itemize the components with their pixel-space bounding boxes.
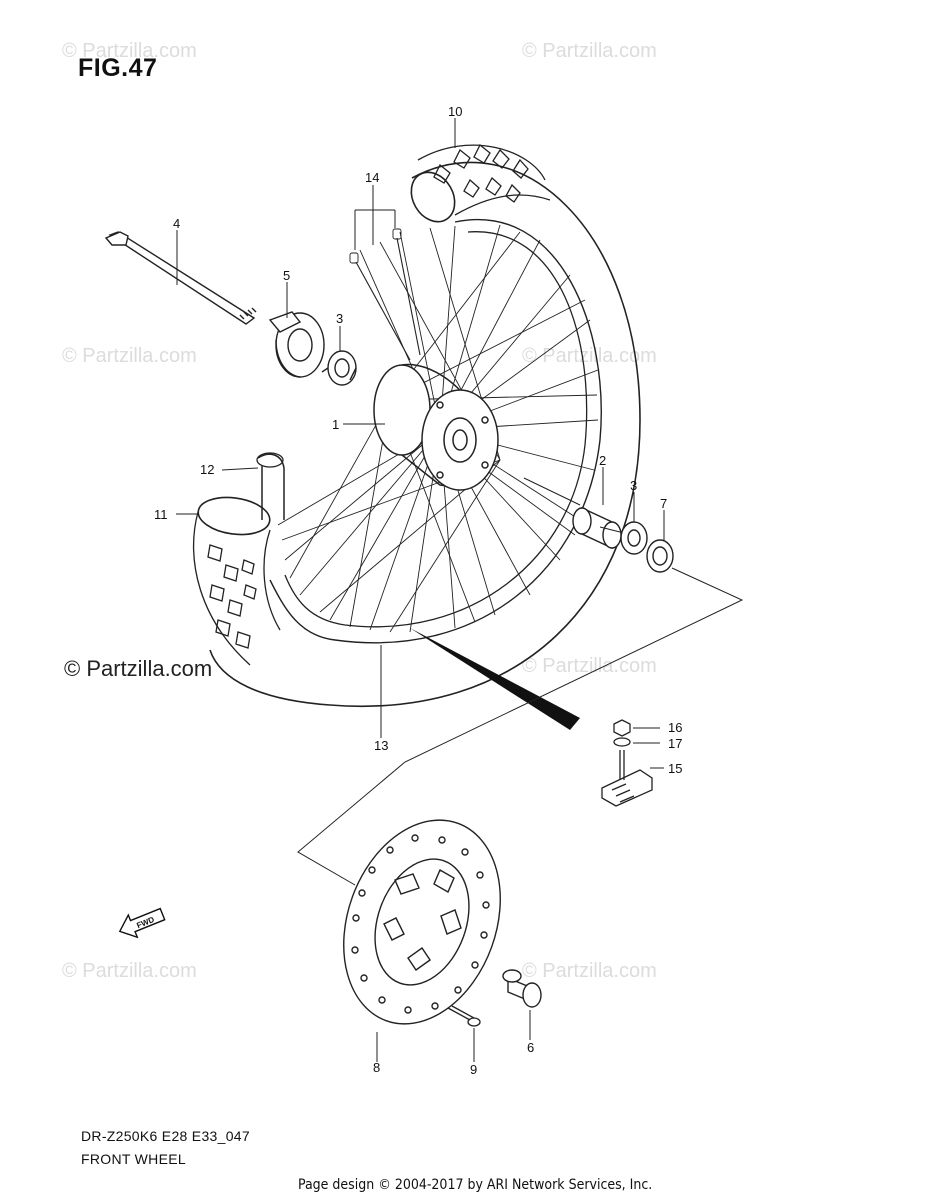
bearing-left[interactable] xyxy=(321,350,357,386)
callout-3: 3 xyxy=(336,311,343,326)
oil-seal[interactable] xyxy=(646,539,674,573)
watermark: © Partzilla.com xyxy=(522,960,657,982)
callout-8: 8 xyxy=(373,1060,380,1075)
callout-5: 5 xyxy=(283,268,290,283)
watermark-dark: © Partzilla.com xyxy=(64,656,213,681)
watermark: © Partzilla.com xyxy=(522,655,657,677)
axle[interactable] xyxy=(104,231,257,325)
watermark: © Partzilla.com xyxy=(62,345,197,367)
rim-lock-nut[interactable] xyxy=(613,719,631,737)
gearbox[interactable] xyxy=(268,311,325,378)
disc-bolt[interactable] xyxy=(447,1005,481,1027)
callouts: 1 2 3 3 4 5 6 7 8 9 10 11 12 13 14 15 16… xyxy=(154,104,682,1077)
watermark: © Partzilla.com xyxy=(522,40,657,62)
tire-and-rim[interactable] xyxy=(192,143,641,707)
callout-11: 11 xyxy=(154,507,168,522)
callout-7: 7 xyxy=(660,496,667,511)
callout-3: 3 xyxy=(630,478,637,493)
callout-6: 6 xyxy=(527,1040,534,1055)
watermark: © Partzilla.com xyxy=(522,345,657,367)
brake-disc[interactable] xyxy=(317,798,528,1046)
callout-12: 12 xyxy=(200,462,214,477)
rim-lock-washer[interactable] xyxy=(613,737,631,747)
callout-15: 15 xyxy=(668,761,682,776)
watermark: © Partzilla.com xyxy=(62,960,197,982)
callout-14: 14 xyxy=(365,170,379,185)
forward-direction-arrow-icon: FWD xyxy=(118,907,166,939)
collar[interactable] xyxy=(502,969,542,1008)
callout-16: 16 xyxy=(668,720,682,735)
spacer[interactable] xyxy=(572,506,622,550)
footer-copyright: Page design © 2004-2017 by ARI Network S… xyxy=(298,1177,653,1193)
bearing-right[interactable] xyxy=(620,521,648,555)
callout-17: 17 xyxy=(668,736,682,751)
assembly-lines xyxy=(297,477,744,886)
rim-lock[interactable] xyxy=(601,750,653,807)
figure-title: FIG.47 xyxy=(78,54,158,82)
diagram-caption: FRONT WHEEL xyxy=(81,1151,186,1167)
callout-10: 10 xyxy=(448,104,462,119)
callout-13: 13 xyxy=(374,738,388,753)
leader-lines xyxy=(176,118,665,1062)
model-code: DR-Z250K6 E28 E33_047 xyxy=(81,1128,250,1144)
disc-pointer xyxy=(410,628,580,730)
callout-1: 1 xyxy=(332,417,339,432)
callout-9: 9 xyxy=(470,1062,477,1077)
front-hub[interactable] xyxy=(373,363,499,491)
watermark: © Partzilla.com xyxy=(62,40,197,62)
callout-2: 2 xyxy=(599,453,606,468)
callout-4: 4 xyxy=(173,216,180,231)
